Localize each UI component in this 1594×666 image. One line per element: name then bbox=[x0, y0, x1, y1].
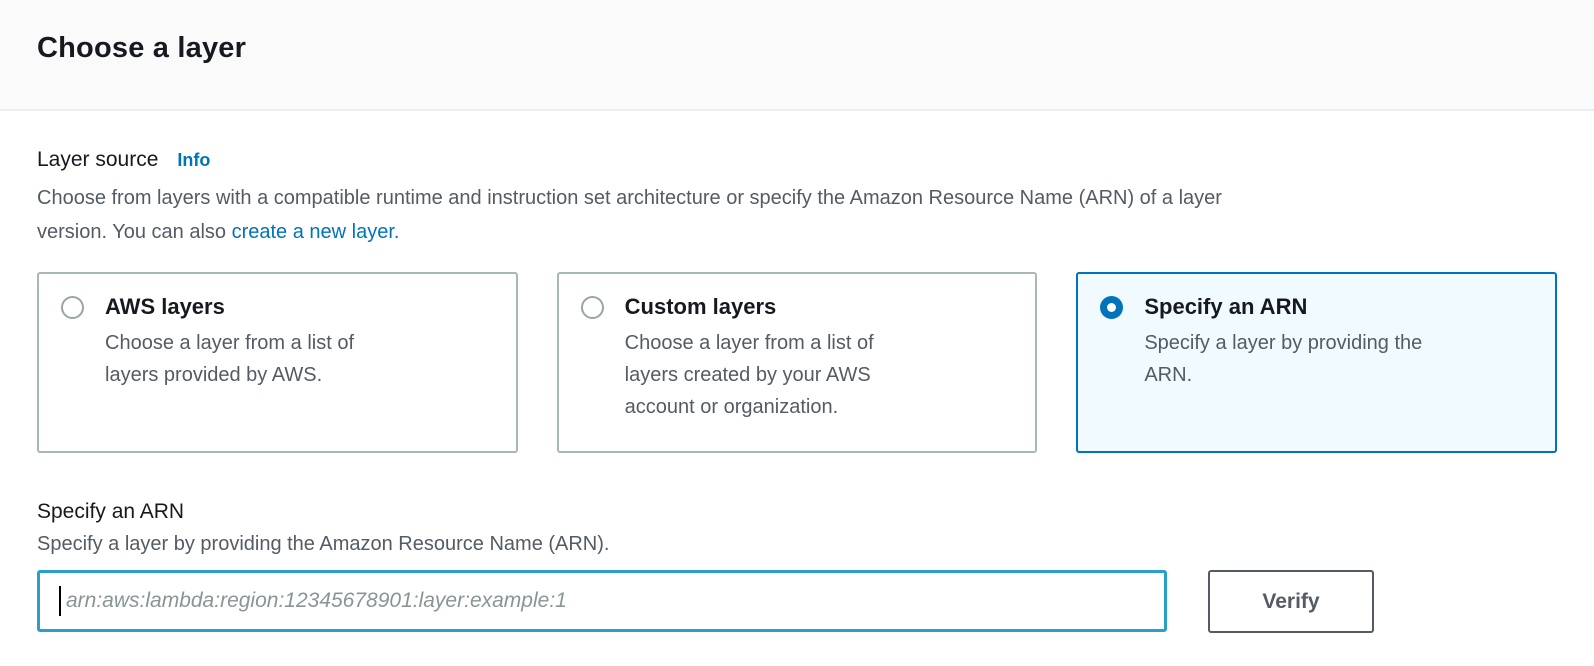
tile-specify-arn-header: Specify an ARN bbox=[1100, 294, 1533, 320]
radio-aws-layers-icon[interactable] bbox=[61, 295, 84, 319]
panel-header: Choose a layer bbox=[0, 0, 1594, 111]
create-new-layer-link[interactable]: create a new layer. bbox=[231, 221, 400, 243]
arn-input-row: Verify bbox=[37, 570, 1557, 633]
page-title: Choose a layer bbox=[37, 32, 247, 64]
tile-custom-layers-header: Custom layers bbox=[580, 294, 1014, 320]
text-caret bbox=[59, 586, 61, 616]
layer-source-description-text: Choose from layers with a compatible run… bbox=[37, 187, 1222, 243]
layer-source-header: Layer source Info bbox=[37, 148, 1557, 172]
layer-source-options: AWS layers Choose a layer from a list of… bbox=[37, 272, 1558, 453]
tile-aws-layers[interactable]: AWS layers Choose a layer from a list of… bbox=[37, 272, 518, 453]
radio-custom-layers-icon[interactable] bbox=[580, 295, 604, 319]
tile-custom-layers-description: Choose a layer from a list of layers cre… bbox=[624, 332, 874, 418]
tile-custom-layers-title: Custom layers bbox=[624, 294, 777, 319]
tile-aws-layers-title: AWS layers bbox=[105, 294, 225, 319]
layer-source-description: Choose from layers with a compatible run… bbox=[37, 181, 1507, 249]
layer-source-label: Layer source bbox=[37, 148, 159, 171]
info-link[interactable]: Info bbox=[177, 150, 211, 170]
panel-content: Layer source Info Choose from layers wit… bbox=[0, 148, 1594, 633]
specify-arn-title: Specify an ARN bbox=[37, 500, 185, 523]
arn-input[interactable] bbox=[37, 570, 1167, 632]
radio-specify-arn-icon[interactable] bbox=[1100, 295, 1124, 319]
verify-button[interactable]: Verify bbox=[1208, 570, 1374, 633]
tile-aws-layers-description: Choose a layer from a list of layers pro… bbox=[105, 332, 354, 386]
specify-arn-description: Specify a layer by providing the Amazon … bbox=[37, 533, 610, 555]
tile-specify-arn-description: Specify a layer by providing the ARN. bbox=[1144, 332, 1423, 386]
tile-custom-layers[interactable]: Custom layers Choose a layer from a list… bbox=[556, 272, 1038, 453]
tile-aws-layers-header: AWS layers bbox=[61, 294, 494, 320]
arn-input-wrapper bbox=[37, 570, 1167, 632]
tile-specify-arn-title: Specify an ARN bbox=[1144, 294, 1308, 319]
tile-specify-arn[interactable]: Specify an ARN Specify a layer by provid… bbox=[1076, 272, 1558, 453]
